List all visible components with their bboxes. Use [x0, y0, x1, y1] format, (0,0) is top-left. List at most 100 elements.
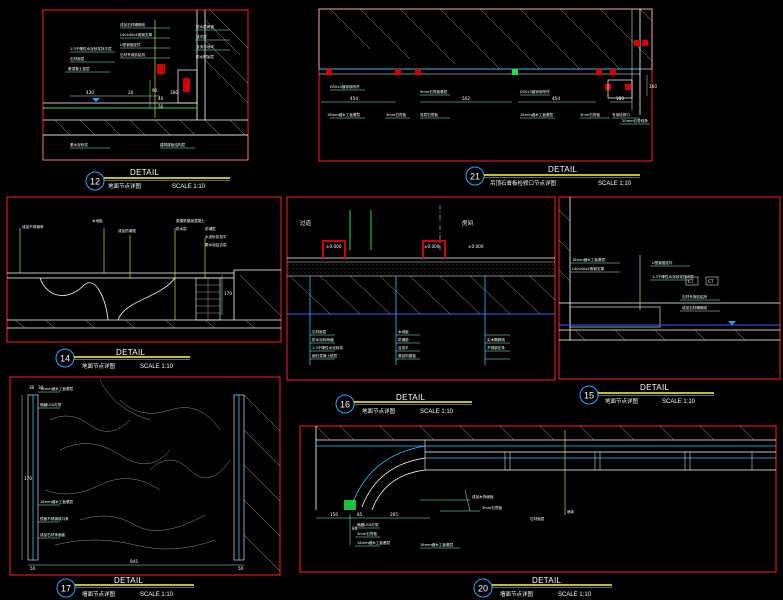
d12-annotation: 找平层: [196, 34, 207, 39]
d12-dimension: 90: [152, 88, 158, 93]
detail-16-heading: DETAIL: [396, 393, 425, 402]
d15-annotation: 石材专用胶粘剂: [682, 294, 708, 299]
d21-annotation: 18mm细木工板基层: [327, 112, 361, 117]
detail-17-frame: [9, 376, 281, 576]
d12-annotation: 石材面层: [70, 56, 85, 61]
d20-annotation: 18mm细木工板基层: [357, 540, 391, 545]
d21-dimension: 454: [552, 96, 560, 101]
d21-annotation: D50x3镀锌钢吊杆: [330, 84, 360, 89]
detail-12-subtitle: 地面节点详图: [108, 182, 142, 190]
d16-annotation: 防潮垫: [398, 337, 409, 342]
d20-dimension: 80: [352, 526, 358, 531]
d16-annotation: 石材面层: [312, 329, 327, 334]
d21-annotation: 3mm石膏板: [386, 112, 406, 117]
detail-16-scale: SCALE 1:10: [420, 409, 454, 415]
detail-16-badge: [335, 394, 355, 414]
detail-12: 成品石材踢脚线1:3干硬性水泥砂浆找平层L40x40x4角钢支撑U型钢固定件石材…: [42, 9, 249, 191]
detail-14-heading: DETAIL: [116, 348, 145, 357]
d16-annotation: 过道: [300, 219, 312, 227]
d20-annotation: 暗藏LED灯带: [357, 522, 379, 527]
detail-20-subtitle: 墙面节点详图: [500, 590, 534, 598]
d14-dimension: 170: [224, 291, 232, 296]
detail-15-frame: [558, 196, 781, 380]
d12-dimension: 40: [158, 96, 164, 101]
d15-annotation: U型钢固定件: [652, 260, 673, 265]
d17-dimension: 50: [30, 566, 36, 571]
detail-17-heading: DETAIL: [114, 576, 143, 585]
detail-20-number: 20: [478, 583, 488, 593]
d16-annotation: 防水涂料两遍: [312, 337, 334, 342]
d21-dimension: 502: [462, 96, 470, 101]
d14-annotation: 原建筑楼面混凝土: [176, 218, 205, 223]
detail-12-heading: DETAIL: [130, 168, 159, 177]
d12-annotation: 防水层两道: [196, 24, 214, 29]
detail-20-heading: DETAIL: [532, 576, 561, 585]
detail-16-frame: [286, 196, 556, 381]
d16-annotation: 实木踢脚线: [487, 337, 505, 342]
d20-annotation: 3mm石膏板: [357, 531, 377, 536]
d15-dimension: CT: [688, 279, 694, 284]
detail-20-badge: [473, 578, 493, 598]
detail-21-heading: DETAIL: [548, 165, 577, 174]
d16-annotation: 房间: [462, 219, 473, 227]
d15-annotation: 成品石材踢脚线: [682, 305, 708, 310]
d12-annotation: 素混凝土垫层: [68, 66, 90, 71]
detail-12-badge: [85, 171, 105, 191]
d14-annotation: 素水泥结合层: [205, 242, 227, 247]
d21-annotation: 20mm石膏线条: [622, 118, 648, 123]
d12-dimension: 50: [158, 104, 164, 109]
d12-dimension: 180: [170, 90, 178, 95]
d20-dimension: 150: [330, 512, 338, 517]
d16-annotation: 原结构楼板: [398, 353, 416, 358]
d21-annotation: 3mm石膏板: [580, 112, 600, 117]
d15-dimension: CT: [708, 279, 714, 284]
d16-dimension: ±0.000: [326, 244, 342, 249]
d14-annotation: 防潮层: [205, 226, 216, 231]
d20-dimension: 265: [390, 512, 398, 517]
d16-annotation: 木地板: [398, 329, 409, 334]
d16-dimension: ±0.000: [424, 244, 440, 249]
detail-20-scale: SCALE 1:10: [558, 592, 592, 598]
d21-dimension: 160: [649, 84, 657, 89]
detail-15-scale: SCALE 1:10: [662, 399, 696, 405]
detail-17-subtitle: 墙面节点详图: [82, 590, 116, 598]
d17-annotation: 16mm细木工板基层: [40, 499, 74, 504]
d12-dimension: 20: [128, 90, 134, 95]
detail-14: 成品不锈钢条木地板成品防潮垫原建筑楼面混凝土防水层防潮层水泥砂浆找平素水泥结合层…: [6, 196, 282, 370]
d21-dimension: 454: [350, 96, 358, 101]
d12-annotation: L40x40x4角钢支撑: [120, 32, 152, 37]
d17-annotation: 成品石材饰面板: [40, 532, 66, 537]
d14-annotation: 成品防潮垫: [118, 228, 136, 233]
d17-dimension: 30: [29, 385, 35, 390]
d12-annotation: 建筑楼板结构层: [160, 142, 186, 147]
detail-14-frame: [6, 196, 282, 343]
d17-dimension: 945: [130, 559, 138, 564]
d21-annotation: 双层石膏板: [420, 112, 438, 117]
detail-15: 18mm细木工板基层L40x40x4角钢支撑U型钢固定件1:3干硬性水泥砂浆找平…: [558, 196, 781, 405]
detail-15-heading: DETAIL: [640, 383, 669, 392]
detail-14-badge: [55, 348, 75, 368]
d20-annotation: 墙体: [567, 509, 575, 514]
d12-annotation: 石材专用胶粘剂: [120, 52, 146, 57]
detail-16-subtitle: 地面节点详图: [362, 407, 396, 415]
d16-dimension: ±0.000: [468, 244, 484, 249]
d14-annotation: 成品不锈钢条: [22, 224, 44, 229]
detail-17-badge: [56, 578, 76, 598]
detail-15-badge: [579, 385, 599, 405]
d20-annotation: 3mm石膏板: [482, 505, 502, 510]
detail-21-badge: [465, 166, 485, 186]
d15-annotation: 1:3干硬性水泥砂浆找平层: [652, 274, 694, 279]
detail-17-number: 17: [61, 583, 71, 593]
detail-17: 16mm细木工板基层暗藏LED灯带16mm细木工板基层镜面不锈钢收口条成品石材饰…: [9, 376, 281, 598]
d20-dimension: 85: [357, 512, 363, 517]
d12-annotation: 素水泥砂浆: [70, 142, 88, 147]
detail-12-scale: SCALE 1:10: [172, 184, 206, 190]
detail-21-number: 21: [470, 171, 480, 181]
detail-16: 过道房间石材面层防水涂料两遍1:3干硬性水泥砂浆细石混凝土垫层木地板防潮垫自流平…: [286, 196, 556, 415]
d12-annotation: U型钢固定件: [120, 42, 141, 47]
d12-annotation: 防水附加层: [196, 54, 214, 59]
detail-20: 成品木饰面板3mm石膏板16mm细木工板基层暗藏LED灯带3mm石膏板18mm细…: [299, 425, 777, 598]
detail-15-subtitle: 地面节点详图: [605, 397, 639, 405]
detail-14-number: 14: [60, 353, 70, 363]
